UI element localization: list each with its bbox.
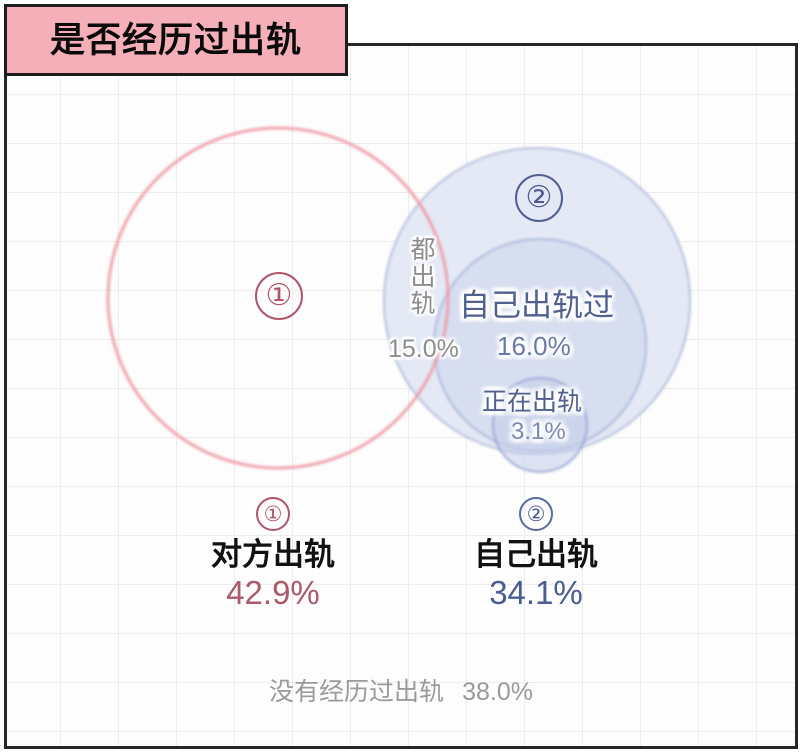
legend-label-self: 自己出轨 (474, 537, 598, 572)
legend-marker-self: ② (519, 497, 553, 531)
legend-marker-partner: ① (256, 497, 290, 531)
venn-overlap-label: 都出轨 (407, 236, 435, 317)
chart-plot-frame (4, 43, 798, 749)
footer-note: 没有经历过出轨 38.0% (0, 672, 802, 708)
title-banner: 是否经历过出轨 (4, 4, 348, 76)
footer-note-label: 没有经历过出轨 (269, 678, 445, 706)
footer-note-value: 38.0% (462, 678, 533, 706)
venn-overlap-value: 15.0% (388, 335, 459, 363)
venn-self-current-value: 3.1% (511, 418, 566, 445)
venn-marker-partner: ① (255, 272, 303, 320)
legend-label-partner: 对方出轨 (211, 537, 335, 572)
venn-marker-self: ② (515, 174, 563, 222)
venn-self-past-label: 自己出轨过 (459, 288, 614, 323)
legend-value-self: 34.1% (489, 573, 583, 611)
page-title: 是否经历过出轨 (49, 20, 302, 60)
legend-value-partner: 42.9% (226, 573, 320, 611)
legend-item-partner: ① 对方出轨 42.9% (158, 497, 388, 611)
legend-item-self: ② 自己出轨 34.1% (421, 497, 651, 611)
venn-self-past-value: 16.0% (497, 331, 571, 361)
venn-self-current-label: 正在出轨 (482, 388, 583, 416)
